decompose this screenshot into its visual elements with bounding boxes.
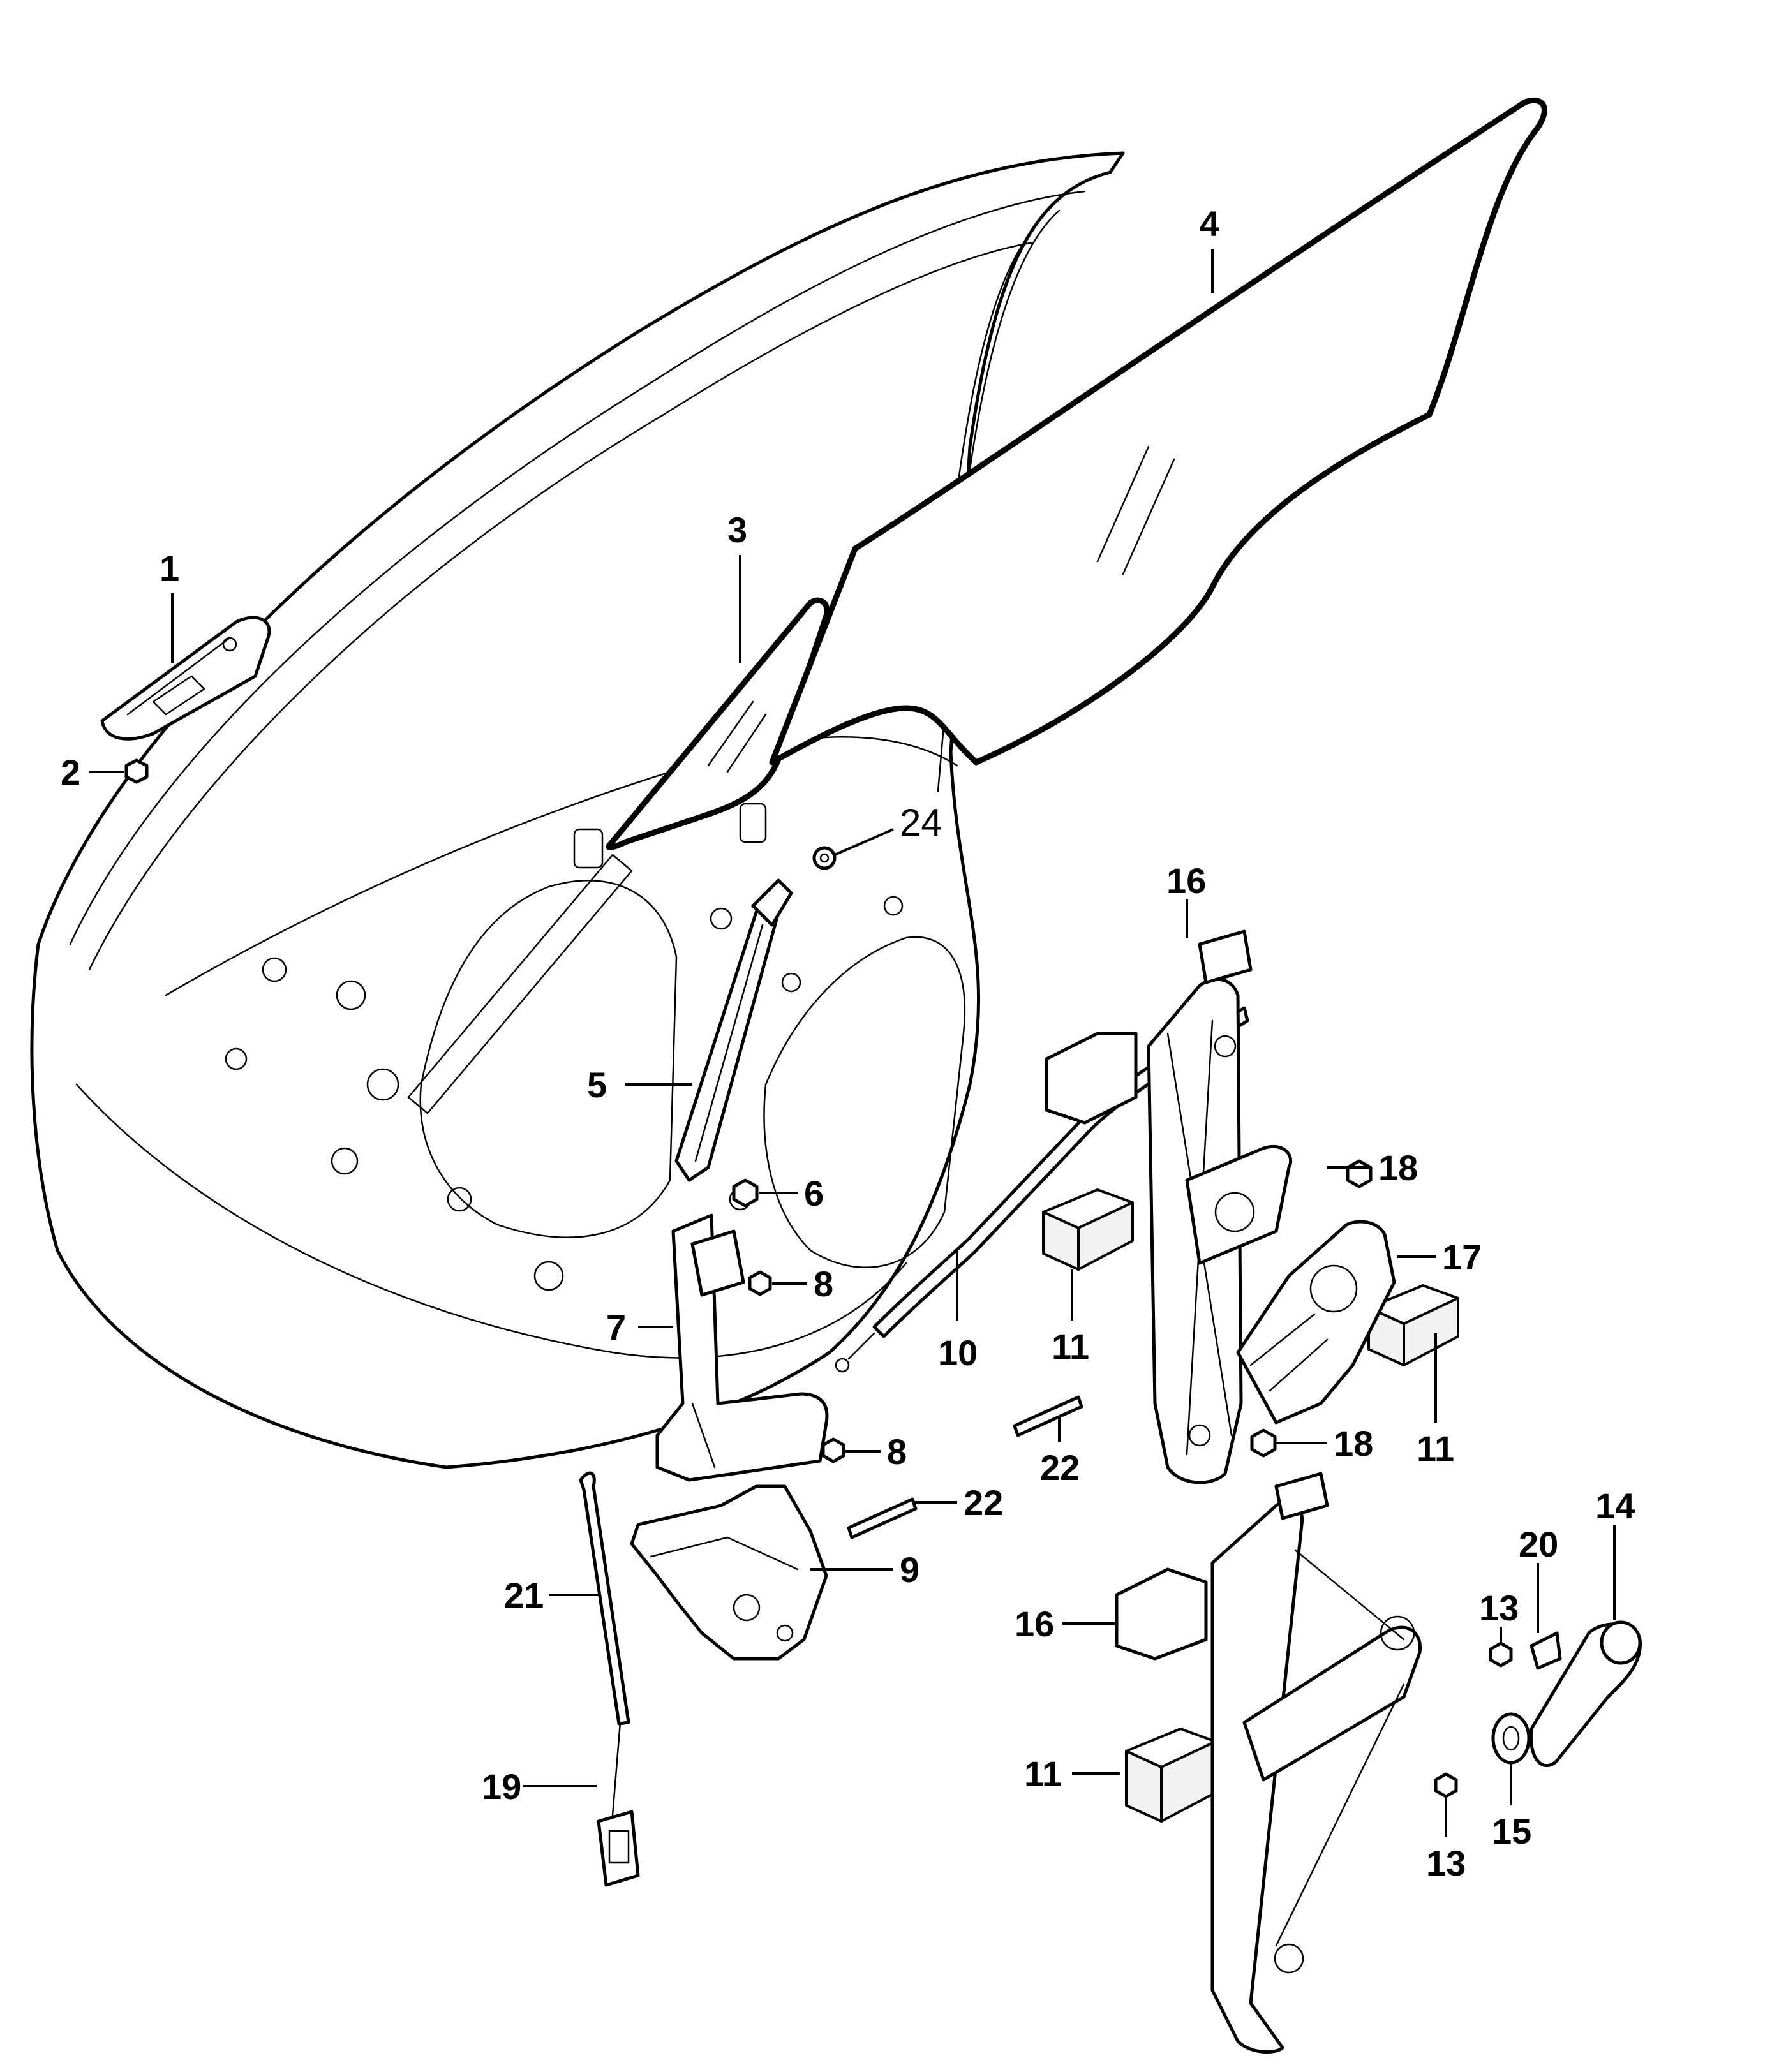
channel-nut: [732, 1178, 759, 1208]
callout-17: 17: [1442, 1237, 1482, 1277]
callout-20: 20: [1519, 1524, 1558, 1564]
manual-window-regulator: [1115, 1472, 1422, 2054]
callout-18b: 18: [1334, 1423, 1373, 1463]
callout-24: 24: [900, 801, 942, 844]
leader-lines: [89, 249, 1616, 1837]
outside-door-handle: [100, 616, 271, 741]
lock-rod-clip: [597, 1810, 640, 1887]
callout-5: 5: [587, 1065, 607, 1105]
callout-8b: 8: [887, 1432, 907, 1472]
callout-22a: 22: [1040, 1447, 1080, 1488]
callout-10: 10: [938, 1333, 978, 1373]
callout-11b: 11: [1417, 1428, 1454, 1469]
callout-4: 4: [1200, 204, 1219, 244]
sound-insulator-block-1: [1042, 1188, 1134, 1271]
sound-insulator-block-3: [1125, 1728, 1217, 1823]
callout-6: 6: [804, 1173, 824, 1213]
power-window-regulator: [1045, 929, 1293, 1484]
door-lock-latch: [630, 1484, 828, 1661]
callout-11c: 11: [1024, 1754, 1062, 1794]
door-window-glass: [769, 97, 1547, 766]
retainer-clip: [812, 846, 837, 870]
window-regulator-cable: [835, 1006, 1249, 1373]
window-regulator-motor: [1236, 1220, 1396, 1425]
window-crank-handle: [1529, 1620, 1642, 1768]
callout-7: 7: [606, 1307, 626, 1347]
door-inner-panel: [30, 151, 1125, 1469]
bracket-nut-upper: [748, 1270, 772, 1296]
callout-11a: 11: [1052, 1326, 1089, 1366]
rear-glass-run-channel: [674, 878, 793, 1182]
handle-nut: [124, 759, 149, 784]
callout-8a: 8: [814, 1264, 833, 1304]
callout-16b: 16: [1015, 1604, 1054, 1644]
callout-labels: 1 2 3 4 5 6 7 8 8 9 10 11 11 11 13 13 14…: [61, 204, 1635, 1883]
motor-bolt-upper: [1346, 1159, 1373, 1188]
callout-22b: 22: [964, 1483, 1003, 1523]
handle-screw-upper: [1489, 1641, 1513, 1668]
callout-13a: 13: [1479, 1588, 1519, 1628]
callout-14: 14: [1595, 1486, 1635, 1526]
handle-screw-lower: [1434, 1772, 1458, 1798]
callout-2: 2: [61, 752, 80, 792]
door-lock-rod: [579, 1471, 630, 1832]
motor-bolt-lower: [1250, 1428, 1277, 1458]
callout-9: 9: [900, 1550, 919, 1590]
callout-18a: 18: [1378, 1148, 1418, 1188]
handle-washer: [1491, 1712, 1531, 1765]
handle-retaining-clip: [1530, 1631, 1562, 1670]
quarter-window-glass: [606, 597, 830, 850]
callout-21: 21: [504, 1575, 544, 1615]
lower-channel-bracket: [655, 1213, 829, 1482]
callout-16a: 16: [1166, 861, 1206, 901]
callout-1: 1: [160, 548, 179, 588]
sound-insulator-block-2: [1367, 1284, 1459, 1366]
regulator-clip-2: [847, 1497, 918, 1539]
callout-13b: 13: [1426, 1843, 1466, 1883]
callout-19: 19: [482, 1766, 521, 1807]
regulator-clip-1: [1013, 1395, 1083, 1437]
callout-3: 3: [727, 510, 747, 550]
bracket-nut-lower: [821, 1437, 845, 1463]
callout-15: 15: [1492, 1811, 1531, 1851]
